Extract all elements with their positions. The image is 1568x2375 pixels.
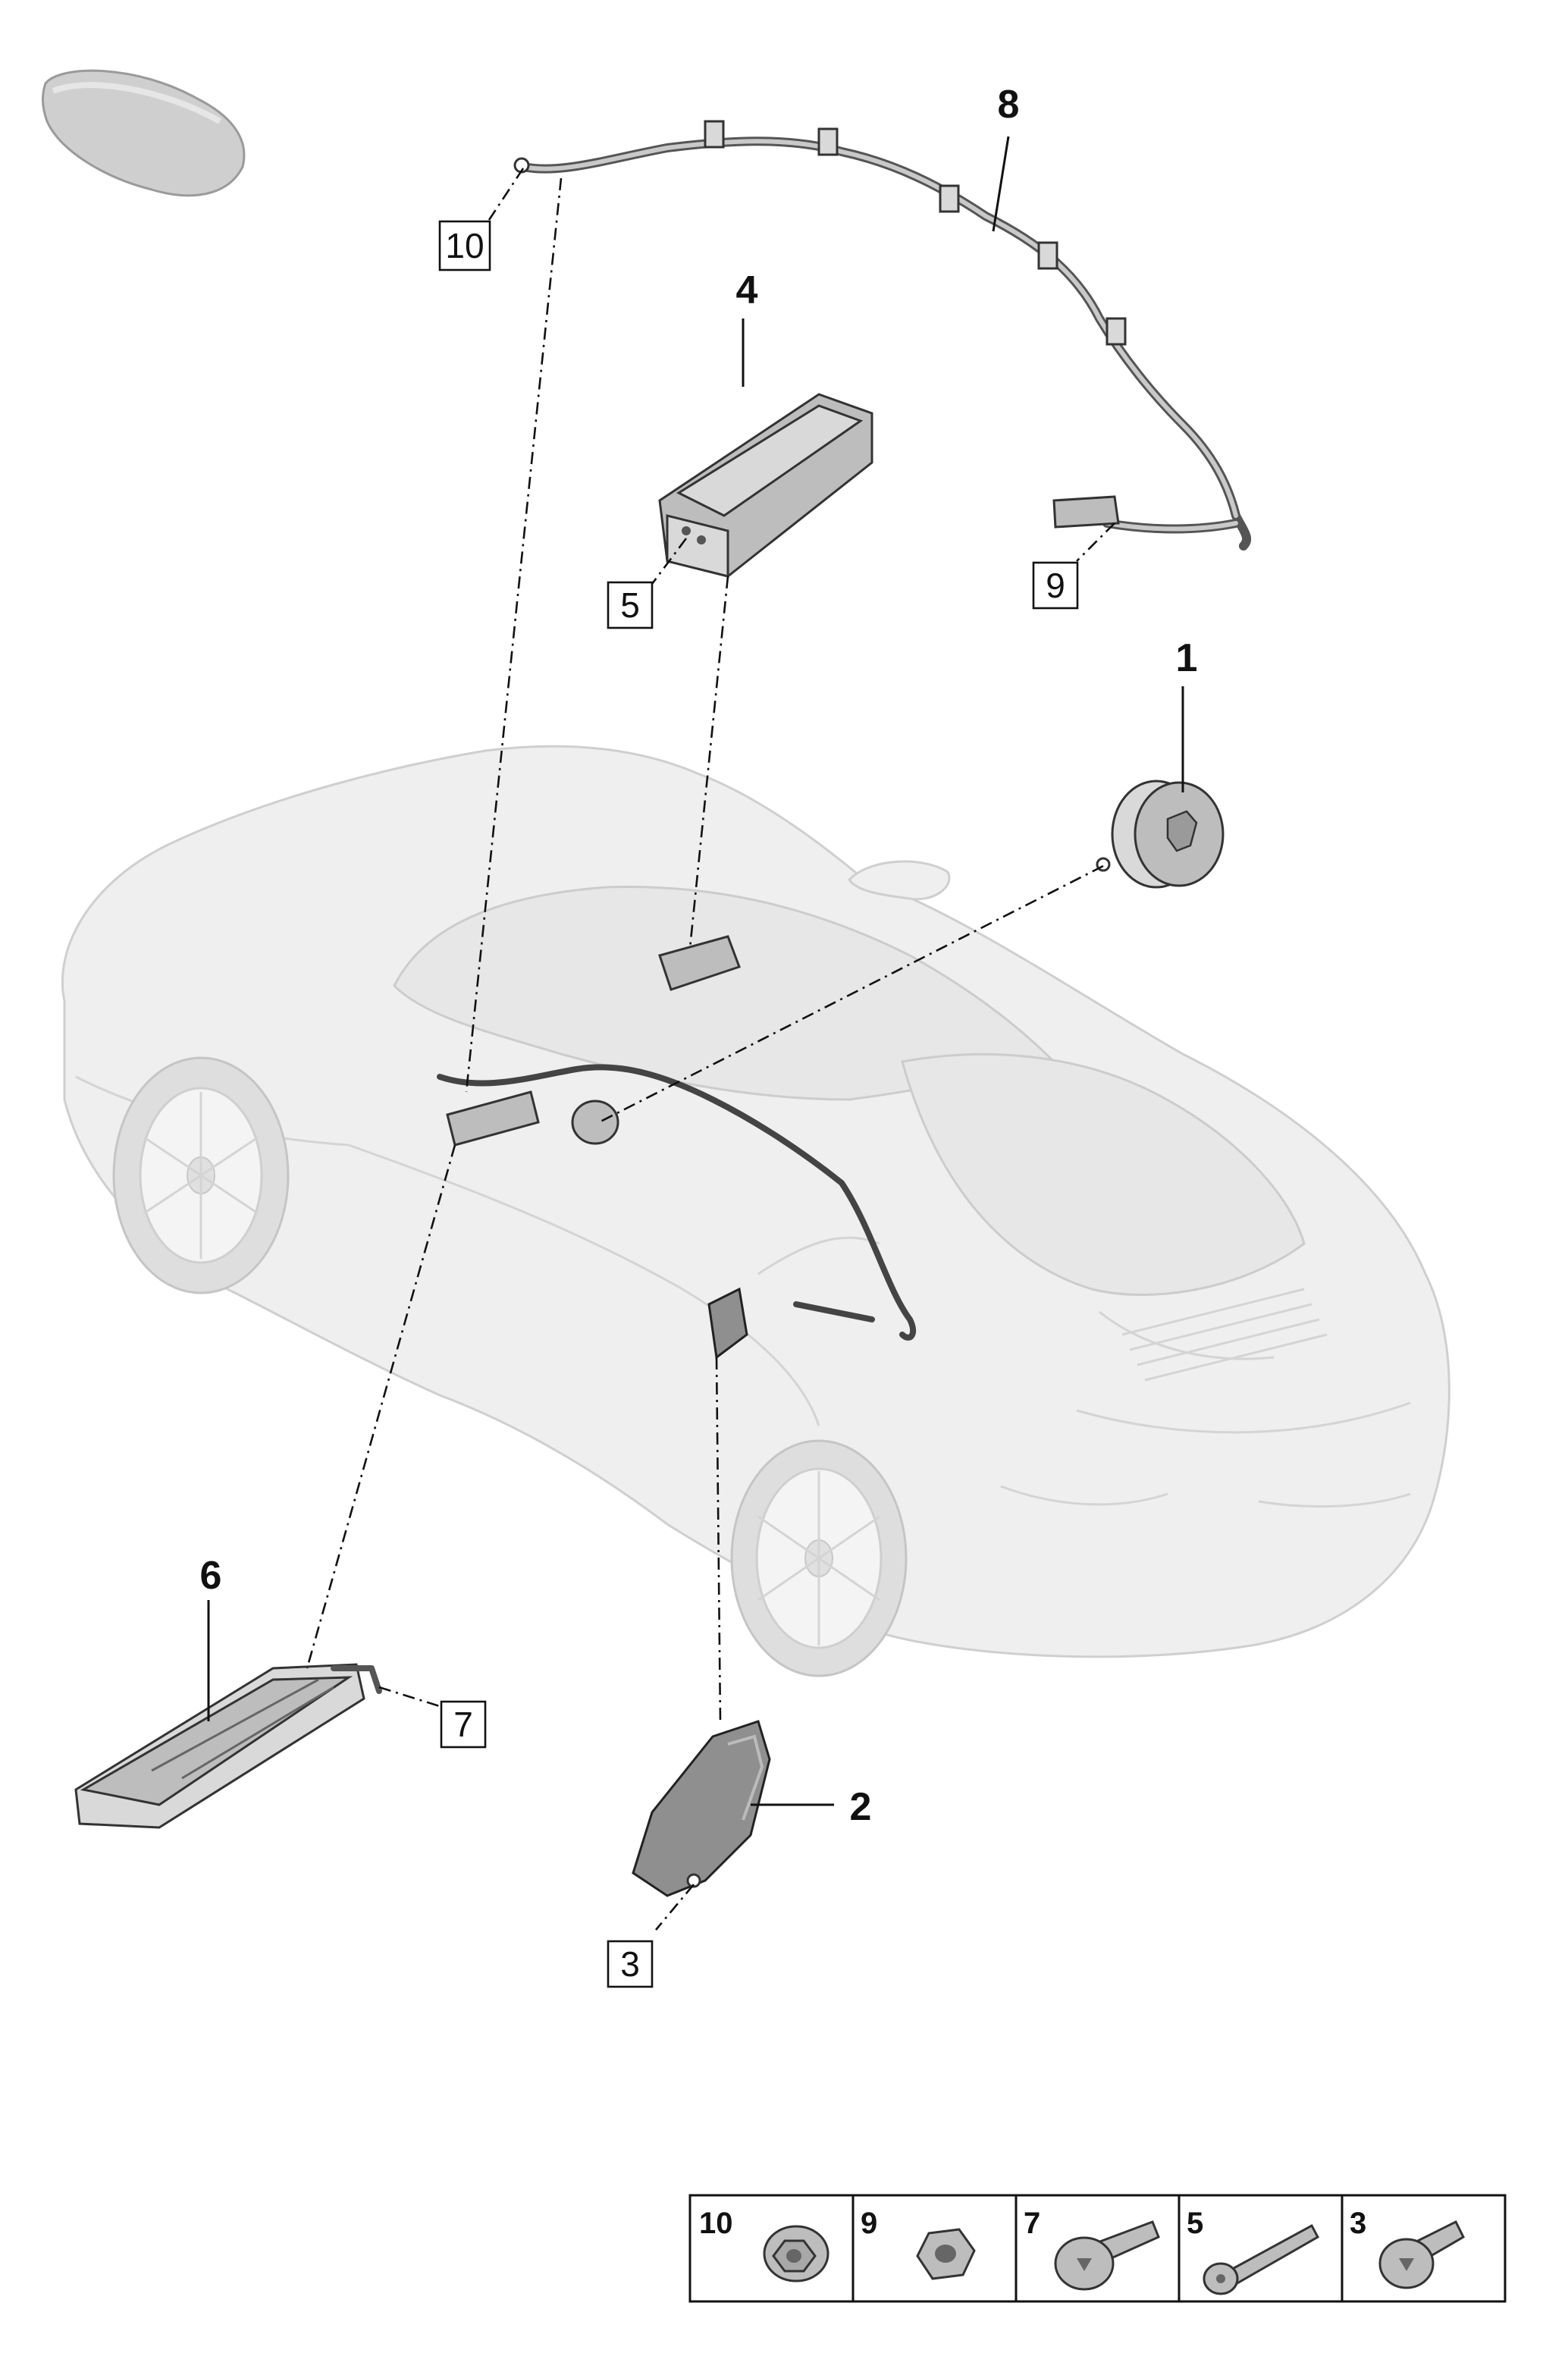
torx-screw-icon (1054, 2220, 1160, 2291)
box-label-3: 3 (607, 1940, 654, 1988)
passenger-airbag-part (658, 393, 873, 578)
box-label-5: 5 (607, 581, 654, 629)
fastener-cell-10: 10 (699, 2207, 829, 2282)
ref-7 (378, 1686, 441, 1708)
leader-8 (992, 136, 1010, 232)
installed-curtain-wiring (437, 1064, 917, 1341)
box-label-9: 9 (1032, 561, 1079, 610)
ref-9 (1076, 522, 1115, 562)
ref-10 (488, 168, 525, 221)
driver-airbag-part (1096, 780, 1225, 889)
boxed-labels: 10 5 9 7 3 (438, 220, 1079, 1988)
car-body (61, 745, 1450, 1658)
ref-6-to-car (306, 1144, 456, 1669)
fastener-label-9: 9 (861, 2207, 877, 2240)
installed-passenger-airbag (658, 935, 741, 991)
knee-airbag-part (74, 1663, 382, 1829)
box-label-7-text: 7 (453, 1705, 473, 1744)
fastener-label-7: 7 (1024, 2207, 1040, 2240)
ref-8-to-car (465, 177, 563, 1093)
callout-6: 6 (200, 1554, 222, 1598)
front-wheel (112, 1056, 290, 1294)
box-label-3-text: 3 (620, 1944, 640, 1984)
vehicle-thumbnail (42, 69, 246, 197)
callout-1: 1 (1176, 636, 1198, 680)
ref-4-to-car (688, 576, 729, 949)
fastener-cell-3: 3 (1350, 2207, 1465, 2289)
callout-2: 2 (850, 1785, 872, 1829)
callout-8: 8 (998, 83, 1020, 127)
fastener-label-3: 3 (1350, 2207, 1366, 2240)
ref-2-to-car (715, 1357, 722, 1722)
fastener-cell-5: 5 (1187, 2207, 1320, 2295)
side-airbag-part (632, 1720, 771, 1897)
installed-side-airbag (707, 1287, 748, 1360)
ref-5 (651, 538, 688, 585)
engine-louvres (1121, 1288, 1328, 1382)
fastener-label-10: 10 (699, 2207, 733, 2240)
box-label-9-text: 9 (1046, 566, 1065, 605)
nut-with-flange-icon (763, 2225, 829, 2282)
torx-bolt-icon (1378, 2220, 1465, 2289)
ref-3 (655, 1884, 695, 1931)
reference-lines (306, 168, 1115, 1931)
fastener-table: 10 9 7 5 (688, 2194, 1507, 2303)
box-label-10: 10 (438, 220, 491, 271)
fastener-cell-9: 9 (861, 2207, 976, 2280)
fastener-label-5: 5 (1187, 2207, 1203, 2240)
installed-knee-airbag (446, 1090, 540, 1147)
box-label-7: 7 (440, 1700, 487, 1749)
box-label-10-text: 10 (445, 226, 484, 265)
rear-wheel (730, 1439, 908, 1677)
callout-numbers: 8 4 1 2 6 (200, 83, 1198, 1829)
long-bolt-icon (1203, 2223, 1320, 2295)
leader-lines (207, 136, 1184, 1806)
curtain-airbag-part (513, 120, 1252, 551)
installed-steering-airbag (571, 1100, 619, 1145)
ref-1-to-car (598, 864, 1104, 1124)
callout-4: 4 (736, 268, 758, 312)
box-label-5-text: 5 (620, 585, 640, 625)
fastener-cell-7: 7 (1024, 2207, 1160, 2291)
hex-nut-icon (916, 2228, 976, 2280)
